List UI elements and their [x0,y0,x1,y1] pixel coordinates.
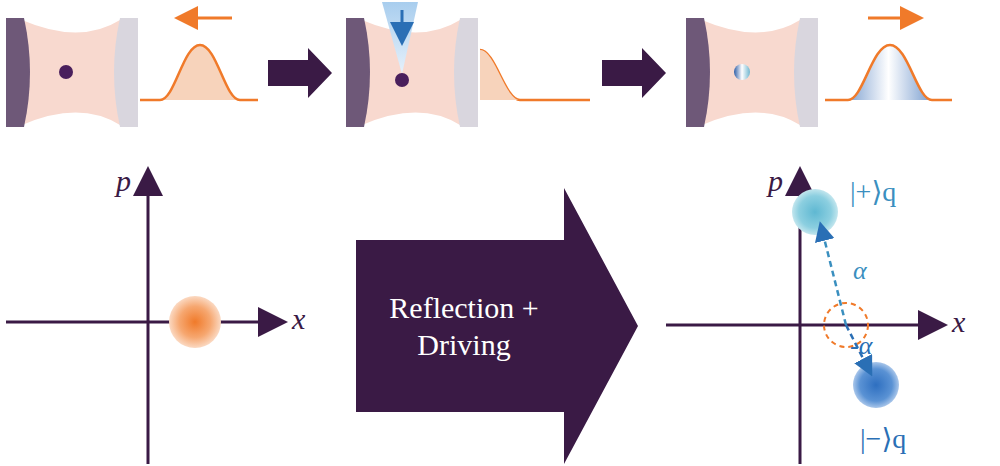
phase-space-axes [6,172,282,464]
amplitude-label: -α [850,333,872,359]
step-arrow [602,48,666,98]
arrow-shape [356,188,638,464]
cavity [686,18,952,127]
axis-label: x [952,307,965,337]
axis-label: p [116,166,131,196]
cavity [6,18,258,127]
state-label: |−⟩q [860,425,906,453]
block-arrow: Reflection + Driving [356,188,638,464]
step-arrow [268,48,332,98]
amplitude-label: α [853,258,867,284]
state-label: |+⟩q [850,178,896,206]
cavity [346,2,590,127]
arrow-text: Reflection + Driving [374,289,554,364]
phase-space-axes [666,172,942,464]
axis-label: p [768,166,783,196]
axis-label: x [292,304,305,334]
